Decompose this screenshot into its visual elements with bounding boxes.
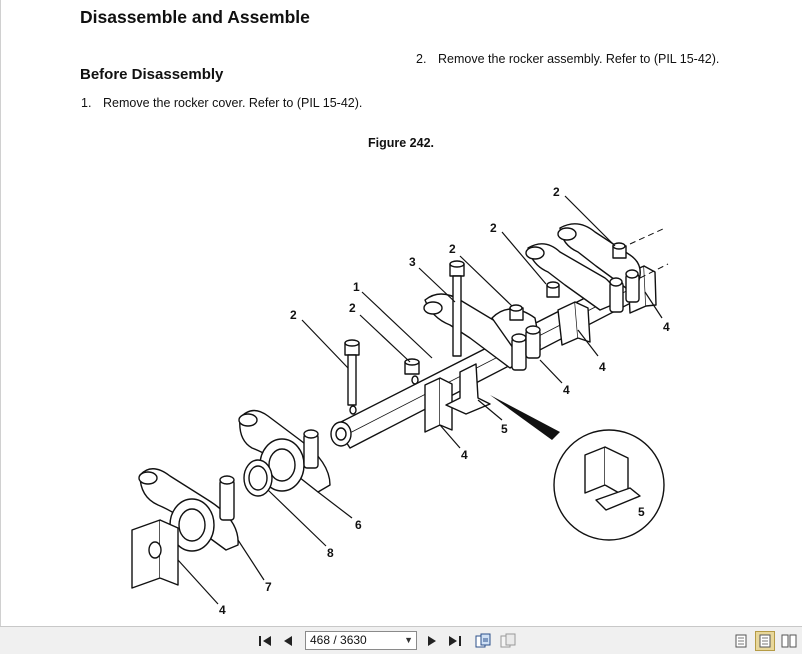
step-2: 2. Remove the rocker assembly. Refer to (… [416, 52, 726, 66]
viewer-toolbar: 468 / 3630 ▼ [0, 626, 802, 654]
step-1-number: 1. [81, 96, 92, 110]
callout-4e: 4 [219, 603, 226, 617]
document-page: Disassemble and Assemble Before Disassem… [0, 0, 726, 626]
callout-3: 3 [409, 255, 416, 269]
callout-1: 1 [353, 280, 360, 294]
section-subtitle: Before Disassembly [80, 66, 224, 83]
page-number-value: 468 / 3630 [310, 633, 367, 647]
chevron-down-icon: ▼ [404, 635, 413, 645]
callout-6: 6 [355, 518, 362, 532]
callout-4a: 4 [663, 320, 670, 334]
callout-4d: 4 [461, 448, 468, 462]
next-page-icon[interactable] [423, 632, 441, 650]
callout-4b: 4 [599, 360, 606, 374]
callout-2e: 2 [290, 308, 297, 322]
last-page-icon[interactable] [446, 632, 464, 650]
previous-page-icon[interactable] [279, 632, 297, 650]
extract-pages-icon[interactable] [474, 632, 492, 650]
callout-2d: 2 [349, 301, 356, 315]
page-number-select[interactable]: 468 / 3630 ▼ [305, 631, 417, 650]
step-2-text: Remove the rocker assembly. Refer to (PI… [438, 52, 720, 66]
single-page-view-icon[interactable] [732, 632, 750, 650]
facing-view-icon[interactable] [780, 632, 798, 650]
first-page-icon[interactable] [256, 632, 274, 650]
rocker-assembly-diagram: 2 2 2 3 1 2 2 4 4 4 5 4 5 6 8 7 4 [131, 185, 670, 617]
callout-2c: 2 [449, 242, 456, 256]
callout-2b: 2 [490, 221, 497, 235]
page-left-border [0, 0, 1, 626]
insert-pages-icon[interactable] [499, 632, 517, 650]
step-2-number: 2. [416, 52, 427, 66]
callout-7: 7 [265, 580, 272, 594]
step-1-text: Remove the rocker cover. Refer to (PIL 1… [103, 96, 363, 110]
callout-2a: 2 [553, 185, 560, 199]
section-title: Disassemble and Assemble [80, 7, 310, 27]
callout-5a: 5 [501, 422, 508, 436]
figure-caption: Figure 242. [368, 136, 434, 150]
callout-5b: 5 [638, 505, 645, 519]
step-1: 1. Remove the rocker cover. Refer to (PIL… [81, 96, 362, 110]
callout-8: 8 [327, 546, 334, 560]
continuous-view-icon[interactable] [755, 631, 775, 651]
callout-4c: 4 [563, 383, 570, 397]
